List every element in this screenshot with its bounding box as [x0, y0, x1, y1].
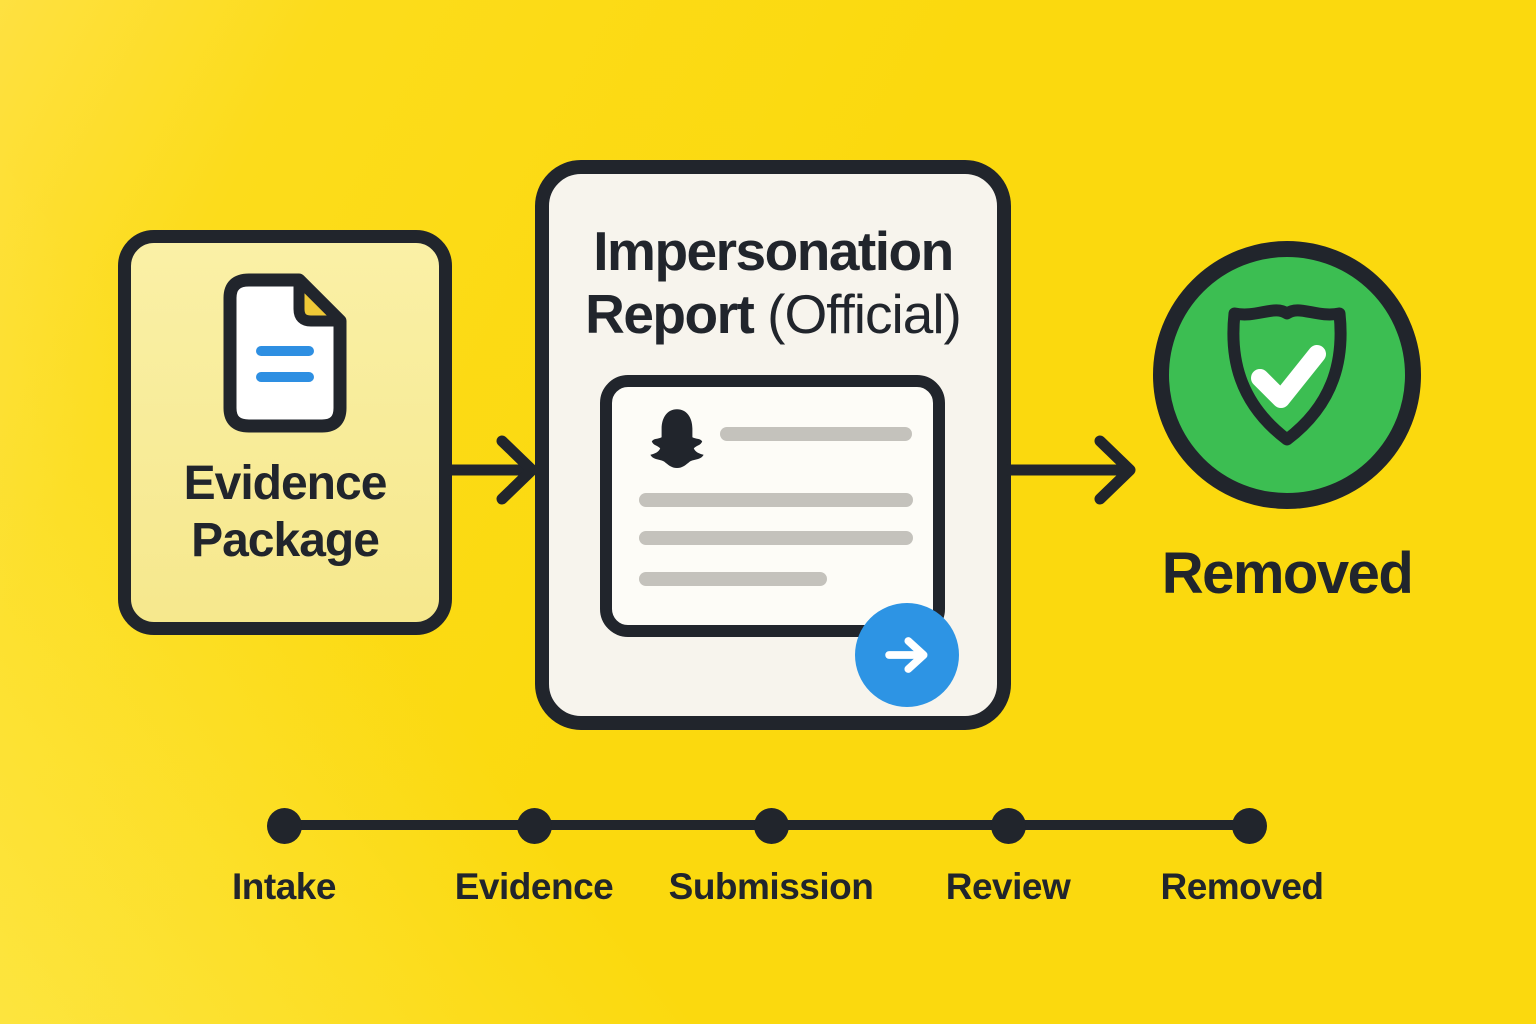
arrow-right-icon: [1006, 435, 1136, 505]
arrow-right-circle-icon[interactable]: [855, 603, 959, 707]
report-card: Impersonation Report (Official): [535, 160, 1011, 730]
placeholder-line: [639, 572, 827, 586]
timeline-step-label: Evidence: [454, 866, 614, 907]
timeline-step-label: Review: [945, 866, 1071, 907]
snapchat-ghost-icon: [650, 409, 704, 468]
evidence-card-label-line2: Package: [191, 514, 380, 567]
document-icon: [223, 273, 347, 433]
timeline-dot: [754, 808, 789, 844]
timeline-dot: [267, 808, 302, 844]
shield-check-icon: [1153, 241, 1421, 509]
report-title-line2: Report: [585, 283, 755, 345]
evidence-card-label-line1: Evidence: [183, 457, 388, 510]
report-preview-card: [600, 375, 945, 637]
report-title-official-tag: (Official): [767, 283, 962, 345]
placeholder-line: [720, 427, 912, 441]
placeholder-line: [639, 531, 913, 545]
timeline-step-label: Submission: [668, 866, 874, 907]
arrow-right-icon: [448, 435, 538, 505]
timeline-dot: [991, 808, 1026, 844]
timeline-step-label: Intake: [232, 866, 336, 907]
report-card-title: Impersonation Report (Official): [549, 220, 997, 346]
placeholder-line: [639, 493, 913, 507]
timeline-line: [284, 820, 1249, 830]
timeline-dot: [517, 808, 552, 844]
arrow-right-icon: [885, 637, 928, 673]
checkmark-icon: [1251, 345, 1326, 408]
evidence-card-label: Evidence Package: [183, 455, 388, 569]
removed-label: Removed: [1161, 541, 1414, 606]
report-title-line1: Impersonation: [593, 220, 954, 282]
timeline-dot: [1232, 808, 1267, 844]
timeline-step-label: Removed: [1160, 866, 1324, 907]
evidence-card: Evidence Package: [118, 230, 452, 635]
shield-icon: [1227, 304, 1347, 446]
